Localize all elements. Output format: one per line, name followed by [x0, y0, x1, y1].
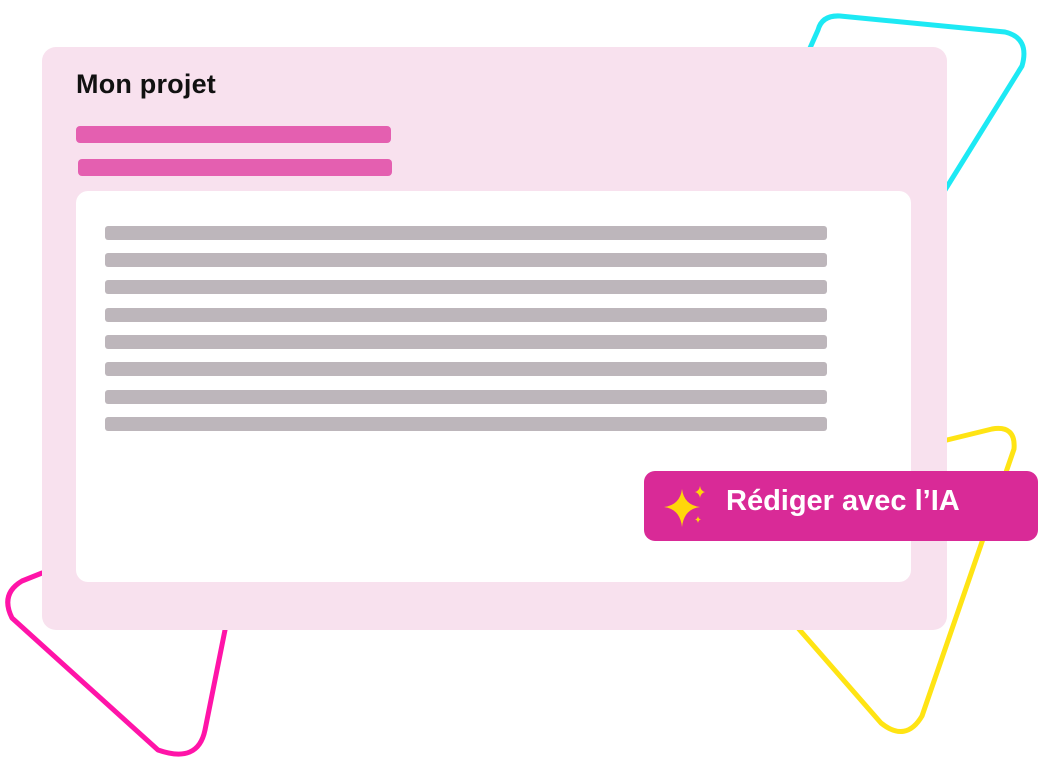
- text-placeholder-line: [105, 390, 827, 404]
- text-placeholder-line: [105, 226, 827, 240]
- sparkles-icon: [664, 486, 705, 527]
- text-placeholder-line: [105, 253, 827, 267]
- subtitle-placeholder-bar: [76, 126, 391, 143]
- magenta-triangle-outline: [5, 570, 228, 757]
- text-editor[interactable]: [76, 191, 911, 582]
- yellow-triangle-outline: [795, 425, 1017, 734]
- project-card: Mon projet: [42, 47, 947, 630]
- text-placeholder-line: [105, 362, 827, 376]
- write-with-ai-label: Rédiger avec l’IA: [726, 485, 960, 517]
- write-with-ai-button[interactable]: Rédiger avec l’IA: [644, 471, 1038, 541]
- text-placeholder-line: [105, 417, 827, 431]
- text-placeholder-line: [105, 335, 827, 349]
- text-placeholder-line: [105, 308, 827, 322]
- cyan-triangle-outline: [807, 13, 1027, 193]
- project-title: Mon projet: [76, 69, 216, 99]
- subtitle-placeholder-bar: [78, 159, 392, 176]
- text-placeholder-line: [105, 280, 827, 294]
